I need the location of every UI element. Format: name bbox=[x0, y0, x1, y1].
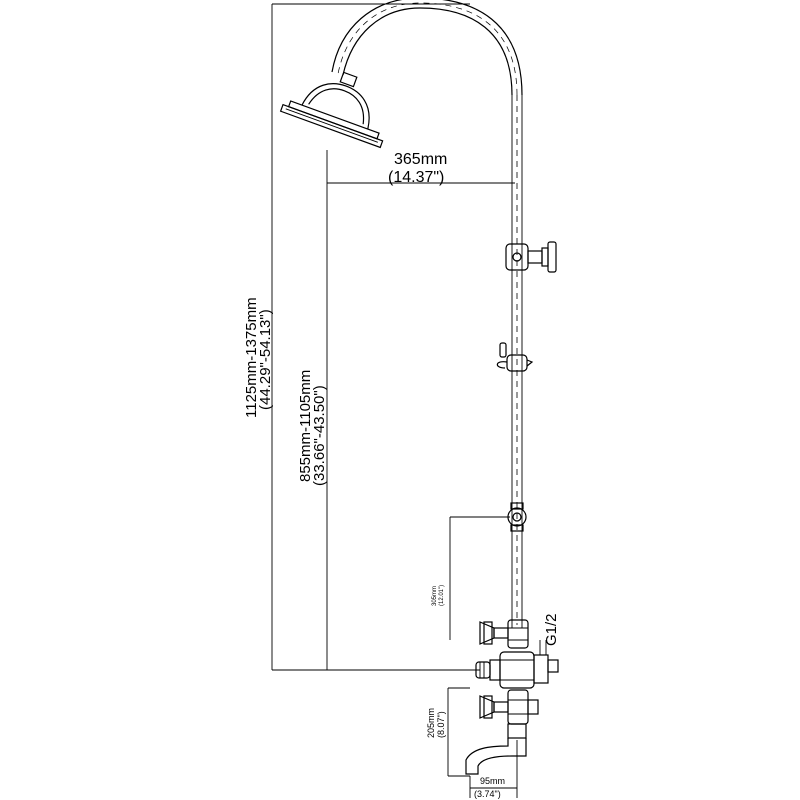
mixer-valve bbox=[475, 619, 559, 725]
handshower-holder bbox=[496, 342, 534, 372]
head-height-mm-label: 855mm-1105mm bbox=[297, 370, 314, 482]
hose-outlet-inch-label: (12.01") bbox=[439, 585, 445, 606]
upper-slide-bracket bbox=[505, 241, 557, 273]
gooseneck-arm bbox=[331, 0, 523, 96]
thread-size-label: G1/2 bbox=[543, 613, 560, 646]
spout-reach-mm-label: 95mm bbox=[480, 776, 505, 786]
shower-head bbox=[279, 71, 384, 149]
riser-pipe bbox=[511, 90, 523, 628]
hose-outlet-mm-label: 305mm bbox=[432, 586, 438, 606]
spout-dimension-lines bbox=[447, 687, 518, 798]
spout-height-inch-label: (8.07") bbox=[436, 711, 446, 738]
spout-reach-inch-label: (3.74") bbox=[474, 789, 501, 799]
overall-height-inch-label: (44.29"-54.13") bbox=[257, 309, 274, 410]
spout-height-mm-label: 205mm bbox=[426, 708, 436, 738]
overall-height-mm-label: 1125mm-1375mm bbox=[243, 297, 260, 418]
hose-outlet-dimension-lines bbox=[449, 516, 510, 640]
bath-spout bbox=[465, 723, 527, 775]
head-height-dimension-lines bbox=[326, 150, 515, 670]
head-reach-mm-label: 365mm bbox=[394, 151, 447, 168]
head-reach-inch-label: (14.37") bbox=[388, 169, 444, 186]
head-height-inch-label: (33.66"-43.50") bbox=[311, 385, 328, 486]
